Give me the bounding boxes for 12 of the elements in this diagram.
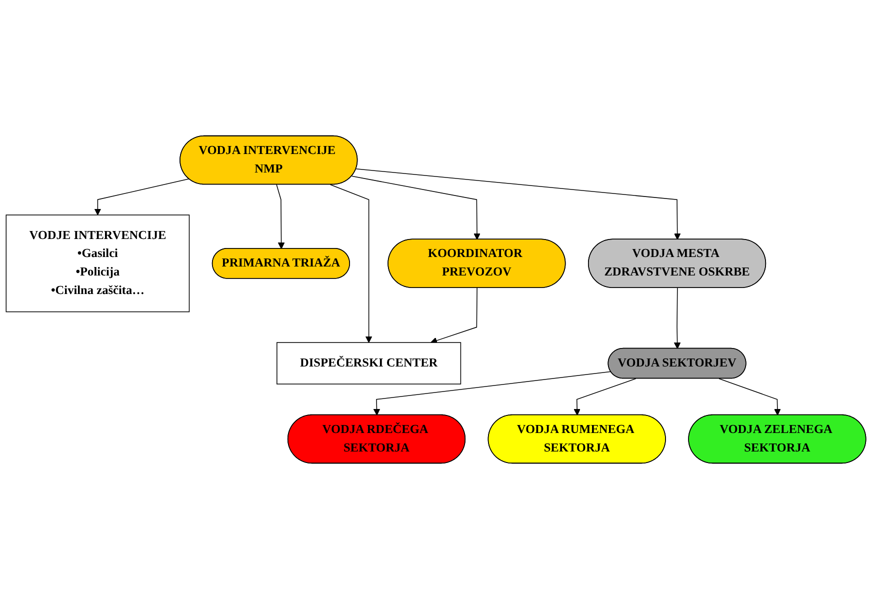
arrow <box>351 176 480 240</box>
arrow <box>430 288 478 344</box>
arrow <box>94 178 190 216</box>
arrow <box>356 168 681 240</box>
arrow <box>276 184 285 250</box>
arrow <box>718 378 781 416</box>
node-box: DISPEČERSKI CENTER <box>276 342 462 384</box>
arrow <box>674 288 681 349</box>
node-box: VODJE INTERVENCIJE •Gasilci •Policija •Civilna zaščita… <box>6 214 190 312</box>
arrow <box>330 184 372 343</box>
arrow <box>574 378 636 416</box>
arrow <box>373 371 612 416</box>
